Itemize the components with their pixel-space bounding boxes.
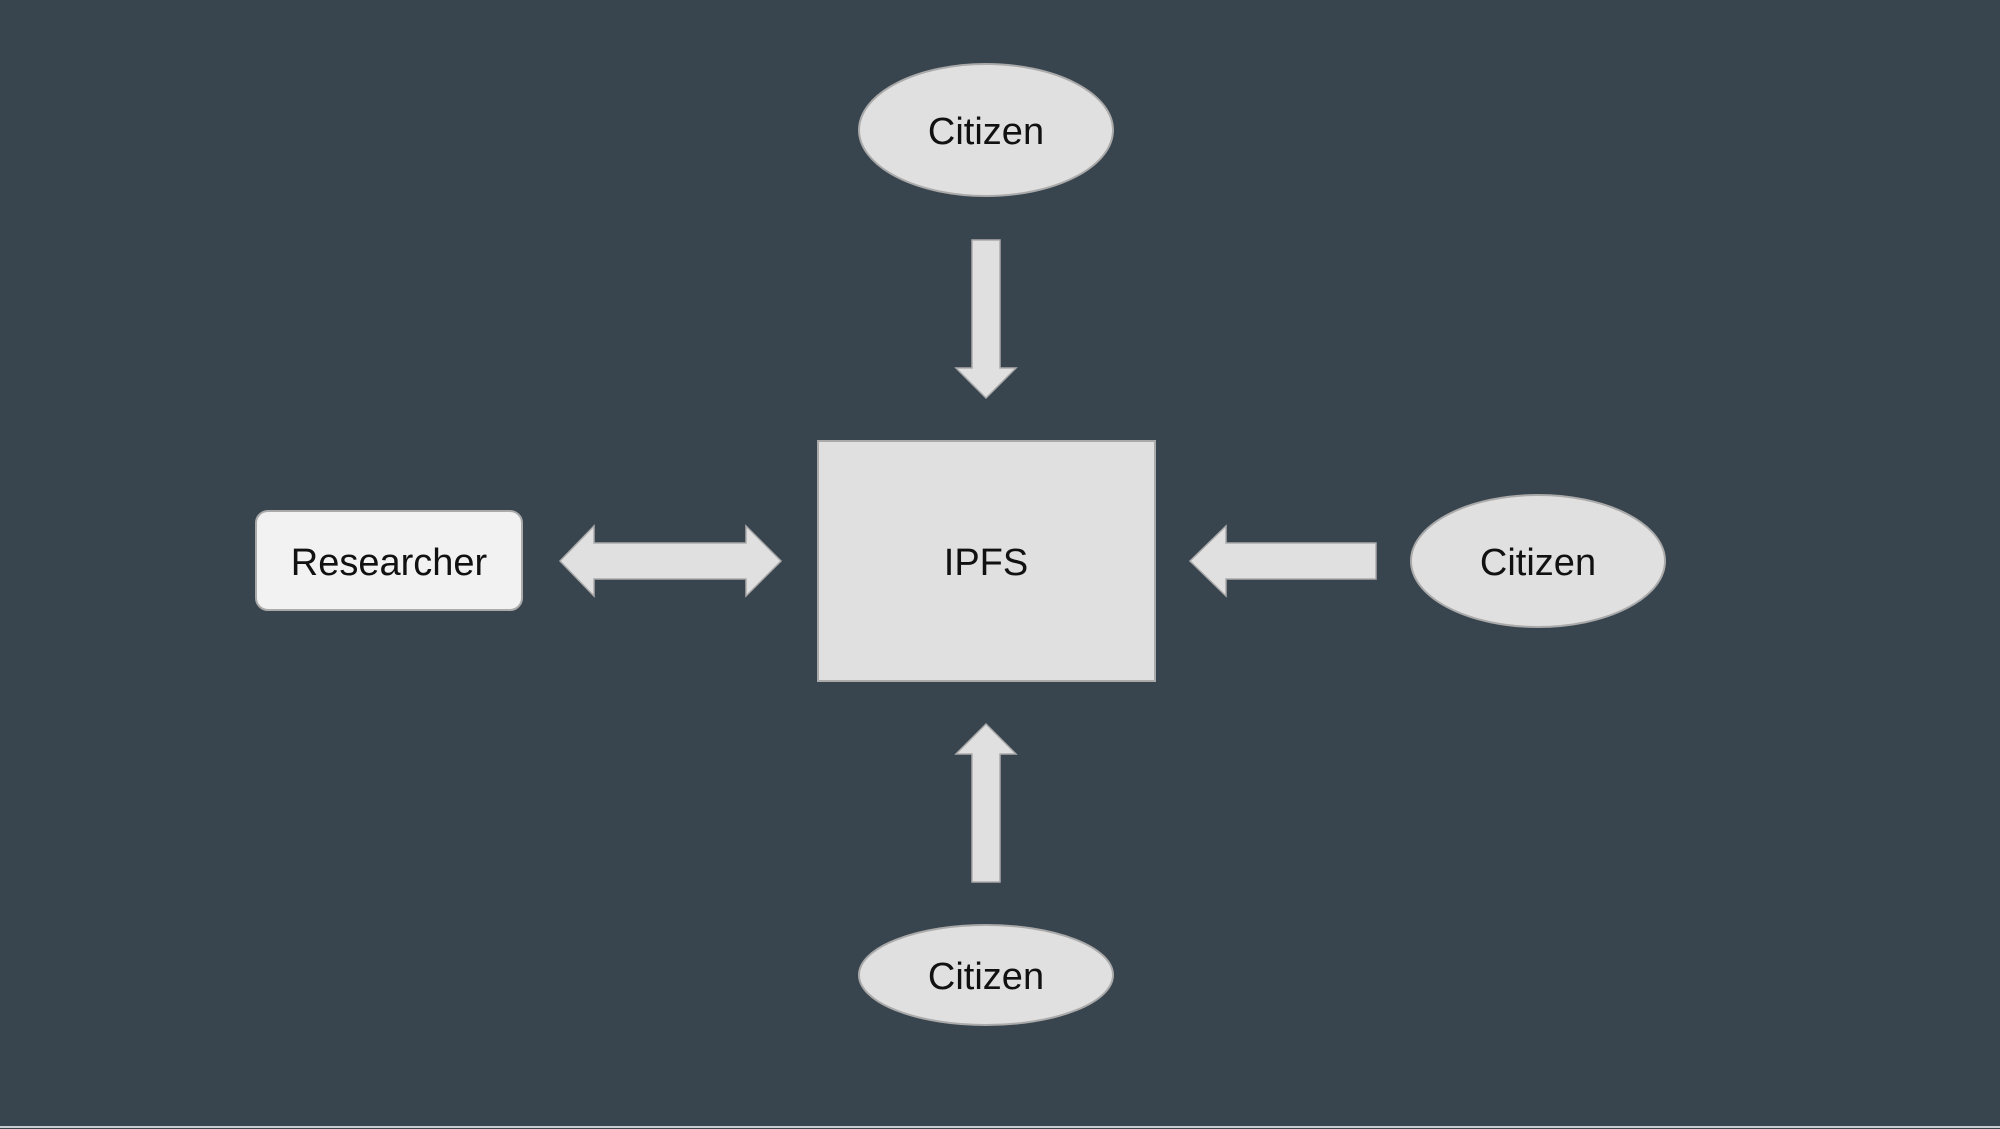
arrow-down-icon: [954, 239, 1018, 400]
citizen-node-right: Citizen: [1410, 494, 1666, 628]
citizen-node-top: Citizen: [858, 63, 1114, 197]
double-arrow-horizontal-icon: [558, 524, 783, 598]
citizen-top-label: Citizen: [928, 111, 1044, 153]
ipfs-label: IPFS: [944, 542, 1028, 584]
citizen-top-ellipse: [858, 63, 1114, 197]
citizen-bottom-label: Citizen: [928, 956, 1044, 998]
researcher-label: Researcher: [291, 542, 488, 584]
arrow-up-icon: [954, 722, 1018, 883]
citizen-node-bottom: Citizen: [858, 924, 1114, 1026]
ipfs-box: [817, 440, 1156, 682]
citizen-right-ellipse: [1410, 494, 1666, 628]
arrow-left-icon: [1188, 524, 1377, 598]
researcher-box: [255, 510, 523, 611]
citizen-right-label: Citizen: [1480, 542, 1596, 584]
ipfs-node: IPFS: [817, 440, 1156, 682]
researcher-node: Researcher: [255, 510, 523, 611]
citizen-bottom-ellipse: [858, 924, 1114, 1026]
